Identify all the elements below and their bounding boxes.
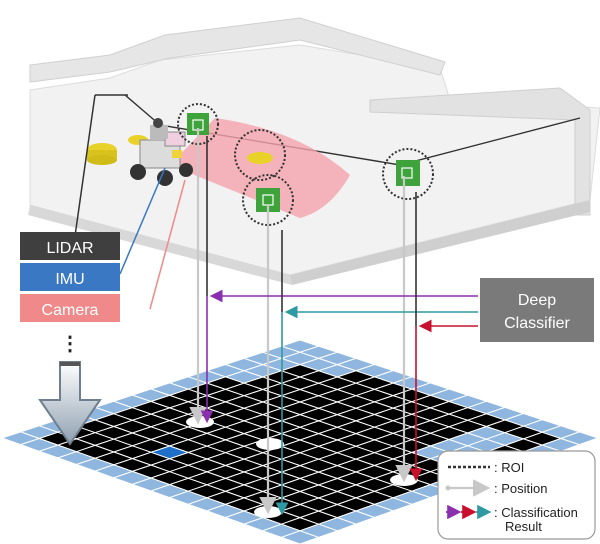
camera-connector (149, 179, 186, 310)
camera-label: Camera (42, 302, 99, 319)
legend-classification-label-2: Result (505, 519, 542, 534)
grid-object-marker (256, 438, 284, 450)
classifier-label-line2: Classifier (504, 315, 570, 332)
classifier-label-line1: Deep (518, 292, 556, 309)
big-down-arrow (38, 361, 102, 446)
room-side-face (290, 200, 590, 285)
room-front-face (28, 205, 292, 285)
position-arrows (189, 128, 413, 515)
yellow-object-1-base (87, 155, 117, 165)
room-scene (28, 17, 600, 285)
room-back-wall (29, 17, 446, 83)
classifier-box (480, 278, 594, 342)
lidar-connector (74, 94, 96, 237)
legend-classification-label: : Classification (494, 505, 578, 520)
roi-object-4 (382, 148, 434, 200)
more-sensors-ellipsis: ⋮ (60, 333, 80, 355)
roi-object-2 (234, 129, 286, 181)
grid-cell (279, 530, 321, 544)
robot (130, 118, 193, 186)
camera-box (20, 294, 120, 322)
lidar-box (20, 232, 120, 260)
grid-object-marker (186, 416, 214, 428)
yellow-object-3 (247, 152, 273, 164)
sensor-labels: LIDAR IMU Camera ⋮ (20, 94, 186, 355)
lidar-label: LIDAR (46, 240, 93, 257)
camera-fov (170, 118, 350, 218)
imu-box (20, 263, 120, 291)
deep-classifier: Deep Classifier (480, 278, 594, 342)
legend-roi-label: : ROI (494, 460, 524, 475)
imu-connector (119, 167, 166, 275)
classification-arrows (200, 136, 478, 516)
room-right-wall (369, 87, 591, 216)
legend: : ROI : Position : Classification Result (437, 450, 596, 540)
legend-position-label: : Position (494, 481, 547, 496)
imu-label: IMU (55, 271, 84, 288)
